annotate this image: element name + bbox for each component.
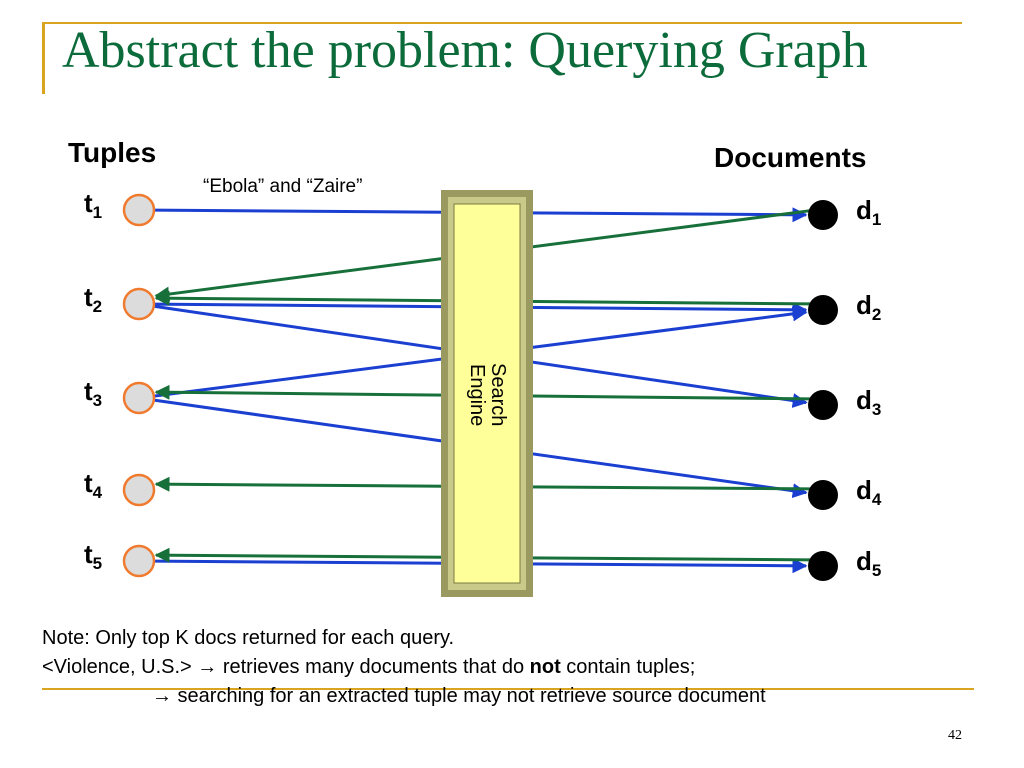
document-label-2-base: d xyxy=(856,290,872,320)
slide-title: Abstract the problem: Querying Graph xyxy=(62,22,868,79)
note-line-2: <Violence, U.S.> → retrieves many docume… xyxy=(42,653,766,682)
tuple-label-5: t5 xyxy=(84,539,102,574)
tuple-label-4-subscript: 4 xyxy=(92,483,103,502)
tuple-node-3 xyxy=(122,381,156,415)
engine-face xyxy=(453,203,521,584)
document-node-1 xyxy=(808,200,838,230)
tuple-label-1: t1 xyxy=(84,188,102,223)
tuple-node-5 xyxy=(122,544,156,578)
tuple-label-2: t2 xyxy=(84,282,102,317)
document-label-1-base: d xyxy=(856,195,872,225)
note-line-2-end: contain tuples; xyxy=(560,656,696,678)
document-label-3-base: d xyxy=(856,385,872,415)
search-engine-label: Search Engine xyxy=(466,363,509,427)
title-accent-vertical xyxy=(42,22,45,94)
node-layer xyxy=(122,193,838,581)
page-number: 42 xyxy=(948,728,962,743)
note-line-1: Note: Only top K docs returned for each … xyxy=(42,627,455,649)
document-label-3-subscript: 3 xyxy=(871,400,882,419)
tuple-label-1-subscript: 1 xyxy=(92,203,103,222)
tuple-label-3: t3 xyxy=(84,376,102,411)
document-label-4: d4 xyxy=(856,475,881,510)
document-label-1-subscript: 1 xyxy=(871,210,882,229)
document-label-5: d5 xyxy=(856,546,881,581)
document-label-4-base: d xyxy=(856,475,872,505)
tuple-node-1 xyxy=(122,193,156,227)
document-label-5-base: d xyxy=(856,546,872,576)
tuple-label-4: t4 xyxy=(84,468,102,503)
document-label-1: d1 xyxy=(856,195,881,230)
tuple-label-2-base: t xyxy=(84,282,93,312)
tuple-label-3-base: t xyxy=(84,376,93,406)
document-label-2: d2 xyxy=(856,290,881,325)
title-accent-horizontal xyxy=(42,22,962,24)
bottom-accent-rule xyxy=(42,688,974,690)
note-block: Note: Only top K docs returned for each … xyxy=(42,624,766,711)
document-label-2-subscript: 2 xyxy=(871,305,882,324)
query-label: “Ebola” and “Zaire” xyxy=(203,176,363,197)
tuple-node-2 xyxy=(122,287,156,321)
document-node-4 xyxy=(808,480,838,510)
document-label-5-subscript: 5 xyxy=(871,561,882,580)
note-line-2-start: <Violence, U.S.> → retrieves many docume… xyxy=(42,656,530,678)
document-label-3: d3 xyxy=(856,385,881,420)
document-node-5 xyxy=(808,551,838,581)
search-engine-box xyxy=(441,190,533,597)
tuple-label-5-subscript: 5 xyxy=(92,554,103,573)
tuples-heading: Tuples xyxy=(68,137,157,168)
documents-heading: Documents xyxy=(714,142,867,173)
tuple-label-3-subscript: 3 xyxy=(92,391,103,410)
document-label-4-subscript: 4 xyxy=(871,490,882,509)
tuple-label-4-base: t xyxy=(84,468,93,498)
document-node-2 xyxy=(808,295,838,325)
note-line-3: → searching for an extracted tuple may n… xyxy=(152,685,766,707)
tuple-label-2-subscript: 2 xyxy=(92,297,103,316)
tuple-label-5-base: t xyxy=(84,539,93,569)
tuple-node-4 xyxy=(122,473,156,507)
note-line-2-emphasis: not xyxy=(529,656,561,678)
tuple-label-1-base: t xyxy=(84,188,93,218)
document-node-3 xyxy=(808,390,838,420)
